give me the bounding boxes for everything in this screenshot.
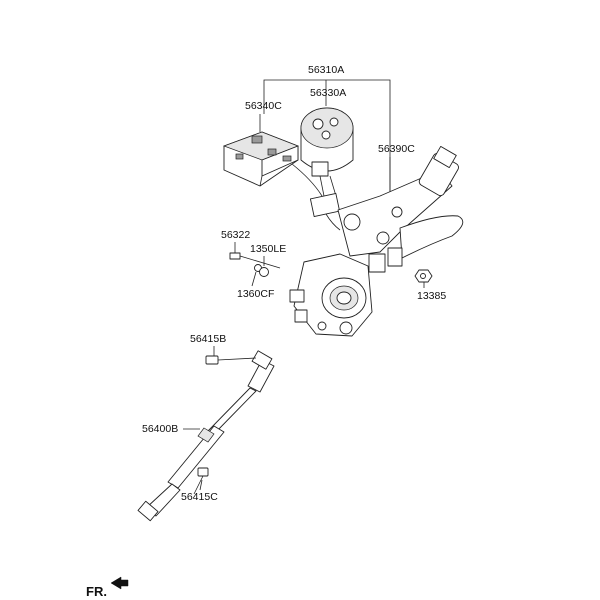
ecu-module bbox=[222, 131, 323, 197]
label-1360cf: 1360CF bbox=[237, 288, 274, 300]
arrow-icon bbox=[110, 576, 129, 590]
leader-lines bbox=[183, 79, 425, 491]
label-56330a: 56330A bbox=[310, 87, 346, 99]
label-56390c: 56390C bbox=[378, 143, 415, 155]
label-56415b: 56415B bbox=[190, 333, 226, 345]
motor bbox=[300, 107, 354, 197]
bolt-56415b bbox=[205, 355, 257, 365]
label-56415c: 56415C bbox=[181, 491, 218, 503]
label-56340c: 56340C bbox=[245, 100, 282, 112]
label-56400b: 56400B bbox=[142, 423, 178, 435]
nut-1360cf bbox=[259, 267, 269, 277]
wiring-connector bbox=[309, 193, 341, 231]
hardware-bolt-56322 bbox=[229, 252, 281, 269]
front-label: FR. bbox=[86, 584, 107, 599]
label-1350le: 1350LE bbox=[250, 243, 286, 255]
label-56322: 56322 bbox=[221, 229, 250, 241]
nut-13385 bbox=[414, 269, 433, 283]
bolt-56415c bbox=[193, 467, 209, 495]
intermediate-shaft bbox=[137, 350, 275, 522]
label-56310a: 56310A bbox=[308, 64, 344, 76]
label-13385: 13385 bbox=[417, 290, 446, 302]
gear-housing bbox=[289, 253, 373, 337]
column-housing bbox=[337, 145, 464, 273]
